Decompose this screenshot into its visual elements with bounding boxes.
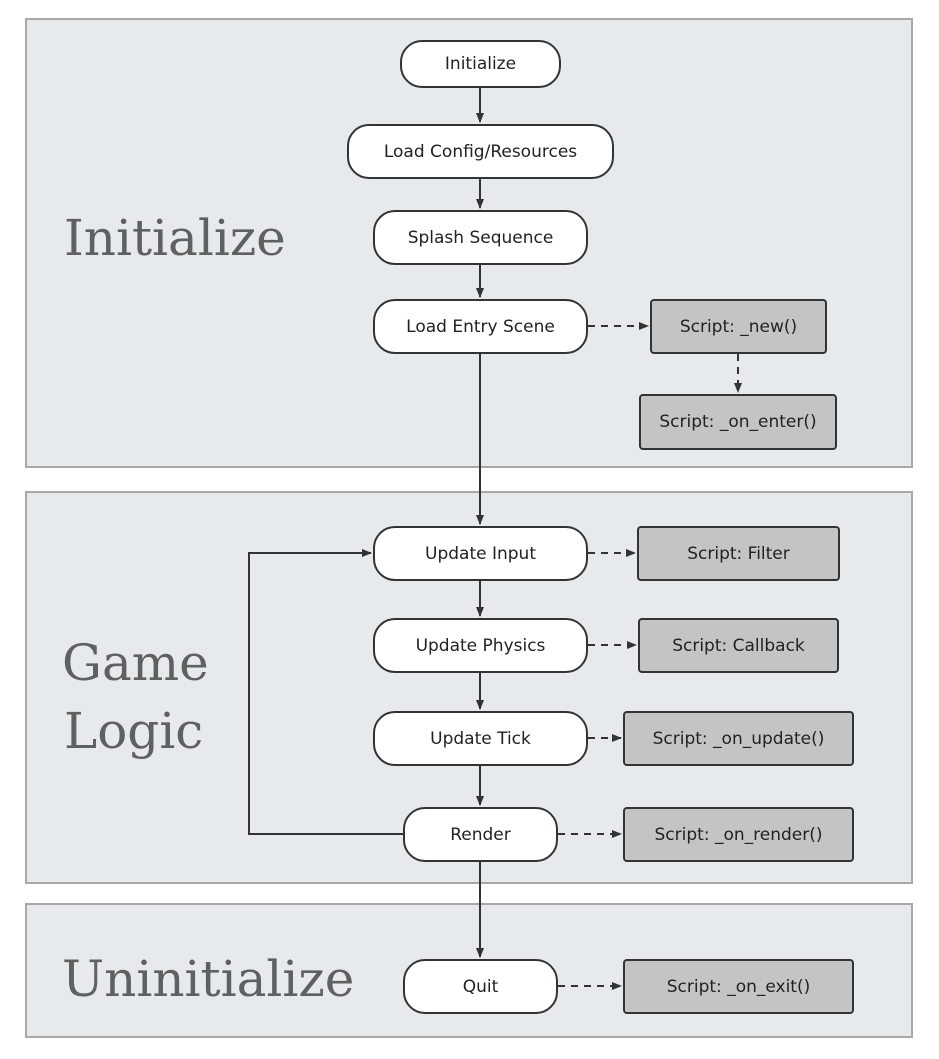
step-splash-sequence: Splash Sequence	[373, 210, 588, 265]
script-on-enter: Script: _on_enter()	[639, 394, 837, 450]
section-label-game: Game	[62, 634, 209, 692]
step-update-physics: Update Physics	[373, 618, 588, 673]
script-new: Script: _new()	[650, 299, 827, 354]
section-label-initialize: Initialize	[64, 209, 286, 267]
section-label-logic: Logic	[64, 702, 204, 760]
step-load-entry-scene: Load Entry Scene	[373, 299, 588, 354]
step-quit: Quit	[403, 959, 558, 1014]
script-filter: Script: Filter	[637, 526, 840, 581]
script-on-render: Script: _on_render()	[623, 807, 854, 862]
step-initialize: Initialize	[400, 40, 561, 88]
script-on-update: Script: _on_update()	[623, 711, 854, 766]
script-on-exit: Script: _on_exit()	[623, 959, 854, 1014]
step-update-tick: Update Tick	[373, 711, 588, 766]
script-callback: Script: Callback	[638, 618, 839, 673]
step-render: Render	[403, 807, 558, 862]
arrow-loop-render-to-input	[248, 549, 403, 835]
step-update-input: Update Input	[373, 526, 588, 581]
section-label-uninitialize: Uninitialize	[62, 950, 355, 1008]
step-load-config: Load Config/Resources	[347, 124, 614, 179]
